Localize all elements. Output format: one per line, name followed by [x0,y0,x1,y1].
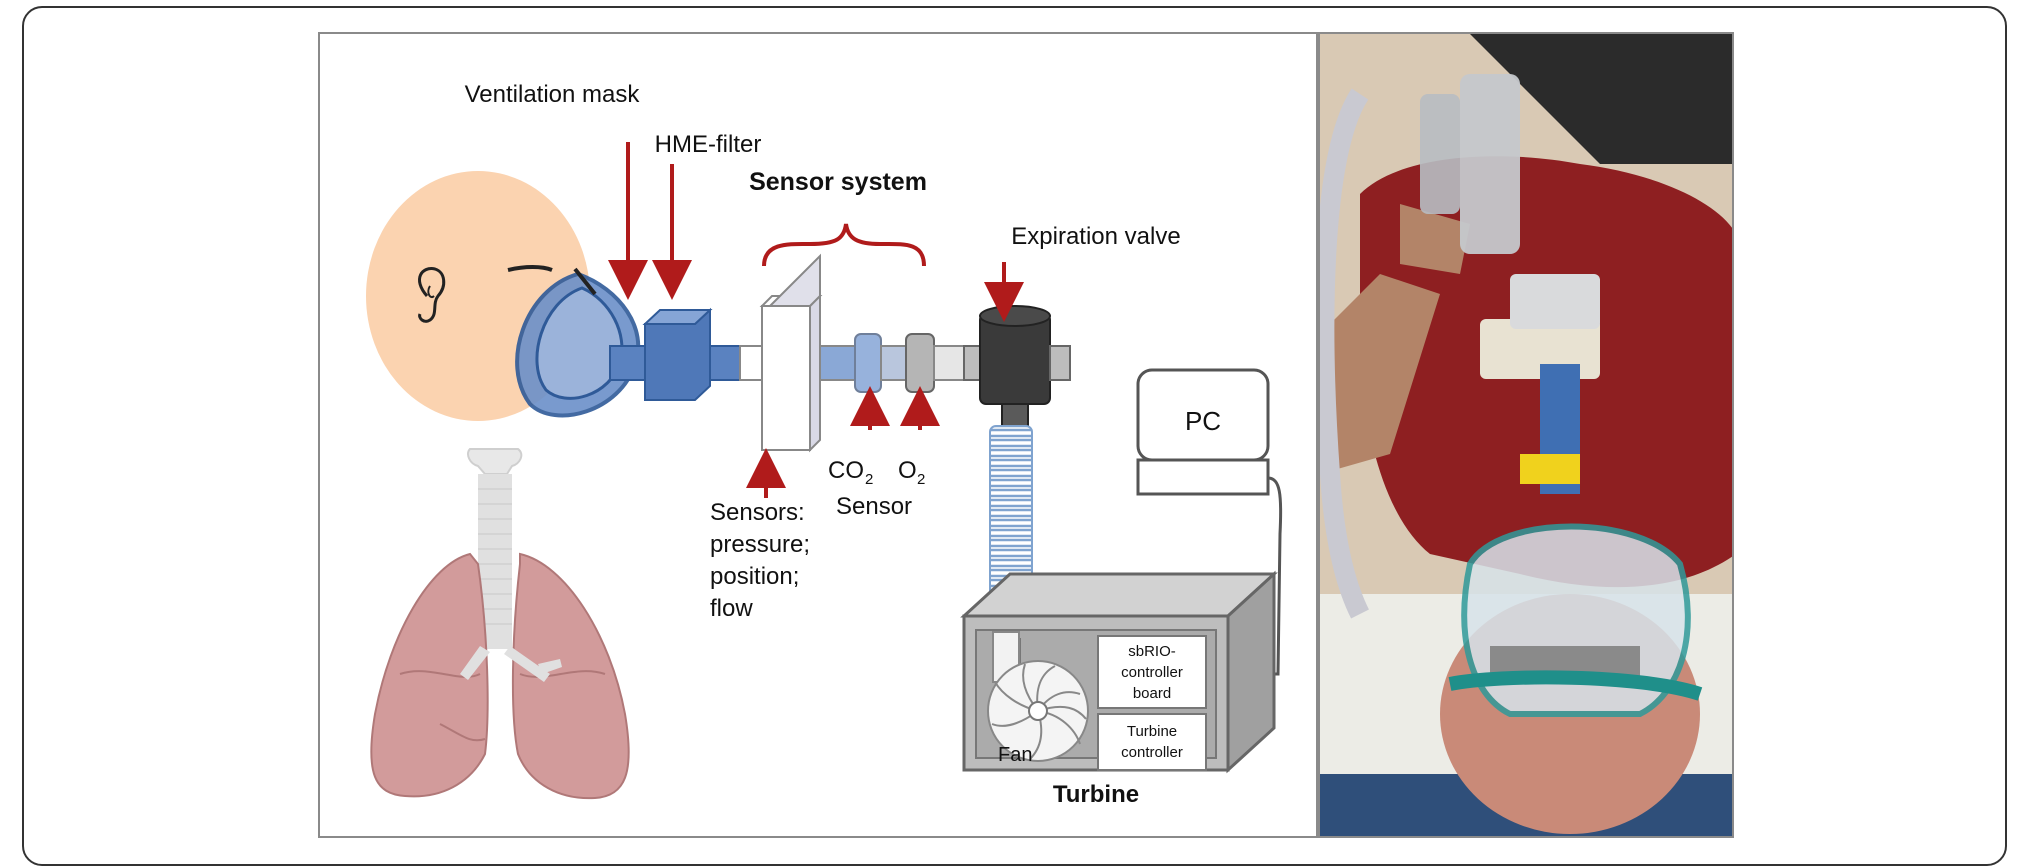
sensors-label-line1: Sensors: [710,499,805,526]
sbrio-label-line3: board [1133,685,1171,702]
fan-icon [987,631,1089,762]
sensor-system-label: Sensor system [749,168,927,196]
pc-illustration: PC [1136,368,1283,676]
sensors-label-line3: position; [710,563,799,590]
tubing-illustration [609,253,1071,617]
hme-filter-label: HME-filter [655,131,762,158]
ventilation-mask-illustration [515,267,641,418]
expiration-valve-label: Expiration valve [1011,223,1180,250]
patient-photo [1318,32,1734,838]
sensor-system-brace [762,223,926,267]
sensors-label-line2: pressure; [710,531,810,558]
sensors-label-line4: flow [710,595,753,622]
fan-label: Fan [998,744,1032,766]
turbine-controller-label-line2: controller [1121,744,1183,761]
sbrio-label-line2: controller [1121,664,1183,681]
sbrio-label-line1: sbRIO- [1128,643,1176,660]
ventilation-mask-label: Ventilation mask [465,81,641,108]
diagram-panel: PC sbRIO- controll [318,32,1318,838]
co2-subscript: 2 [865,471,873,488]
patient-ventilation-photo-illustration [1320,34,1732,836]
ventilation-diagram: PC sbRIO- controll [366,81,1283,808]
annotation-arrows [608,142,1024,498]
lungs-illustration [370,448,630,800]
pc-label: PC [1185,406,1221,436]
turbine-illustration: sbRIO- controller board Turbine controll… [960,570,1278,808]
turbine-label: Turbine [1053,781,1139,808]
sensor-label: Sensor [836,493,912,520]
o2-label: O [898,457,917,484]
turbine-controller-label-line1: Turbine [1127,723,1177,740]
o2-subscript: 2 [917,471,925,488]
co2-label: CO [828,457,864,484]
